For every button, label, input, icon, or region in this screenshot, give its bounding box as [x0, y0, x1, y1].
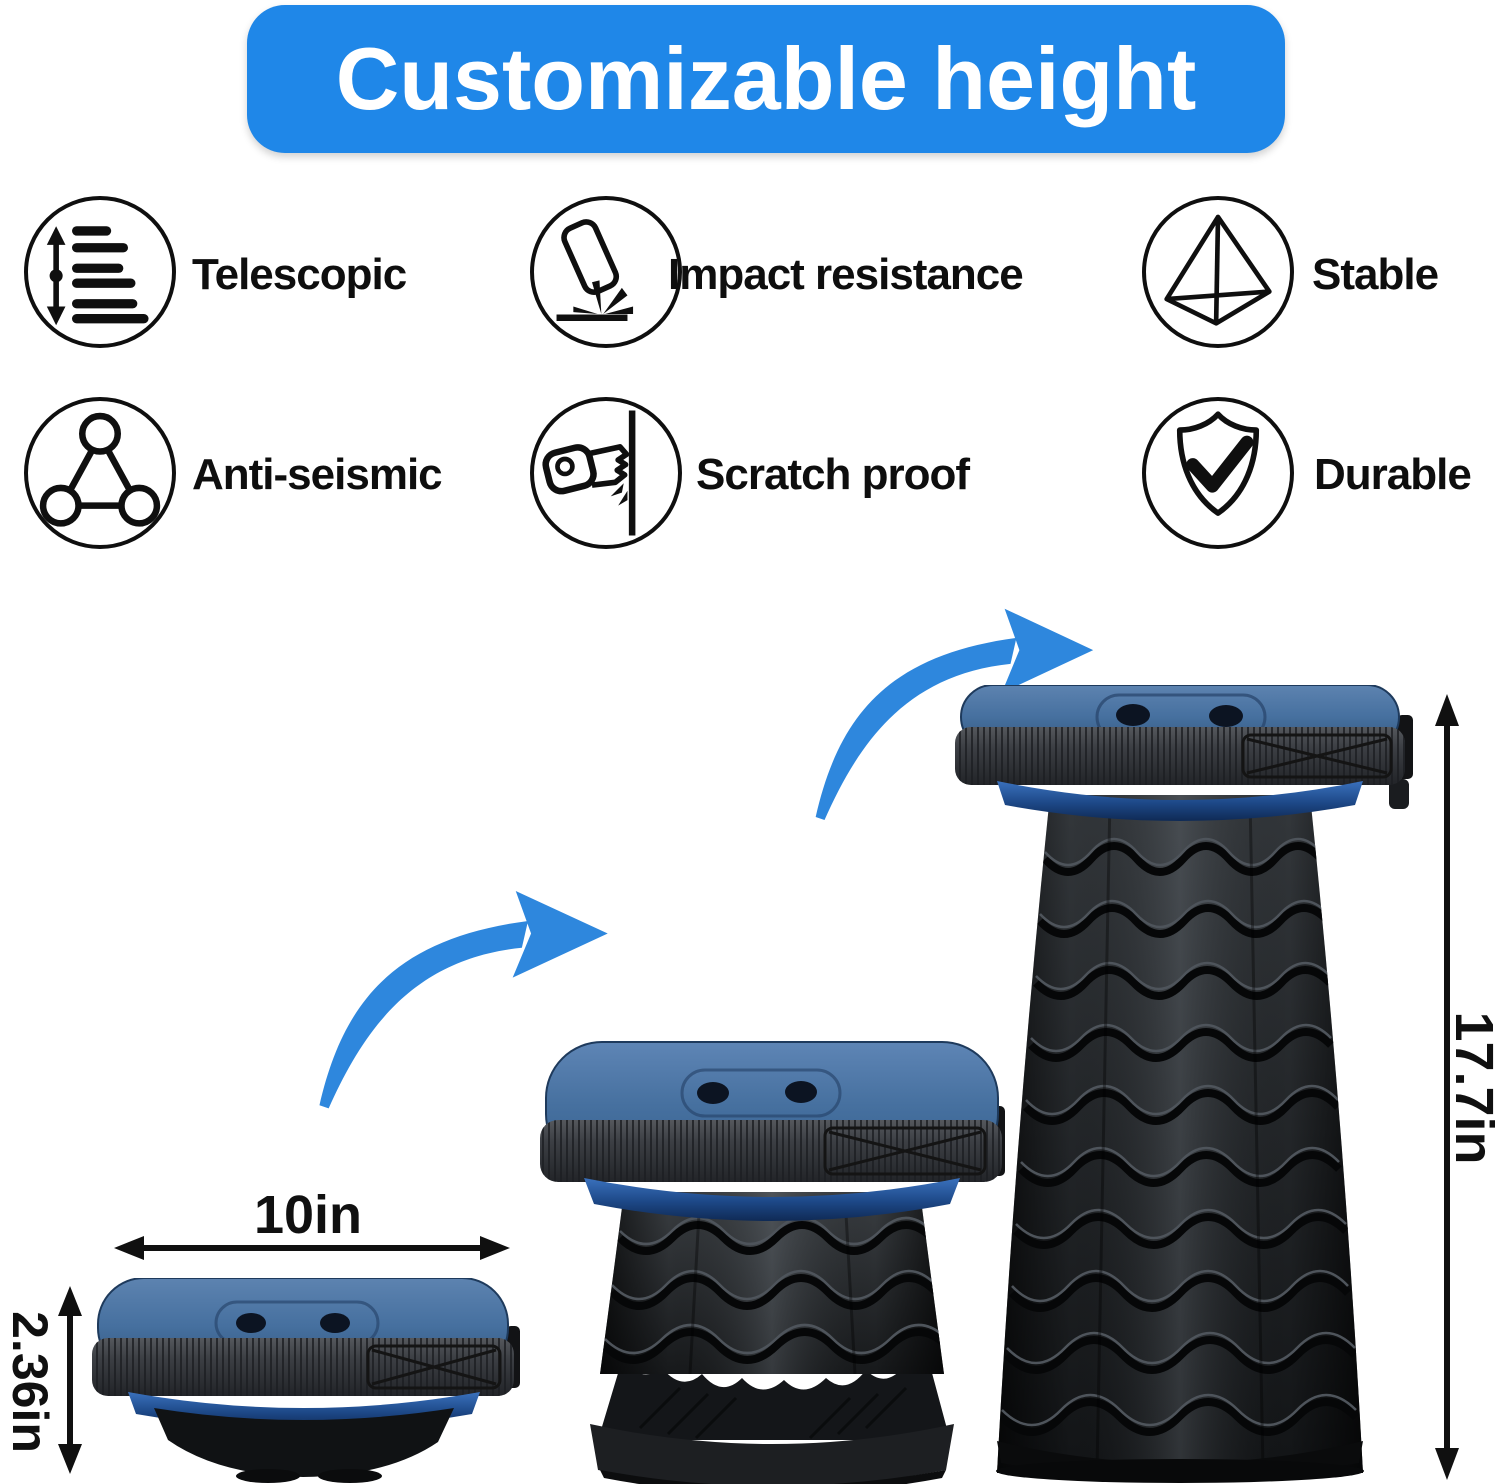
stable-icon: [1142, 196, 1294, 348]
telescopic-icon: [24, 196, 176, 348]
feature-label-scratch-proof: Scratch proof: [696, 450, 970, 499]
feature-label-anti-seismic: Anti-seismic: [192, 450, 443, 499]
anti-seismic-icon: [24, 397, 176, 549]
banner: Customizable height: [247, 5, 1285, 153]
collapsed-height-dimension-arrow: [54, 1284, 86, 1476]
feature-label-stable: Stable: [1312, 250, 1439, 299]
expand-arrow-icon: [795, 598, 1105, 843]
feature-label-impact: Impact resistance: [668, 250, 1024, 299]
width-dimension-label: 10in: [253, 1185, 363, 1245]
half-extended-stool-photo: [540, 1040, 1005, 1484]
banner-title: Customizable height: [335, 29, 1197, 128]
fully-extended-stool-photo: [945, 685, 1415, 1484]
collapsed-height-dimension-label: 2.36in: [2, 1311, 58, 1453]
feature-label-telescopic: Telescopic: [192, 250, 407, 299]
extended-height-dimension-label: 17.7in: [1444, 1011, 1500, 1165]
scratch-proof-icon: [530, 397, 682, 549]
extended-height-dimension-arrow: [1431, 692, 1463, 1482]
width-dimension-arrow: [112, 1232, 512, 1264]
feature-label-durable: Durable: [1314, 450, 1472, 499]
collapsed-stool-photo: [88, 1278, 520, 1484]
durable-icon: [1142, 397, 1294, 549]
expand-arrow-icon: [298, 880, 620, 1132]
impact-resistance-icon: [530, 196, 682, 348]
